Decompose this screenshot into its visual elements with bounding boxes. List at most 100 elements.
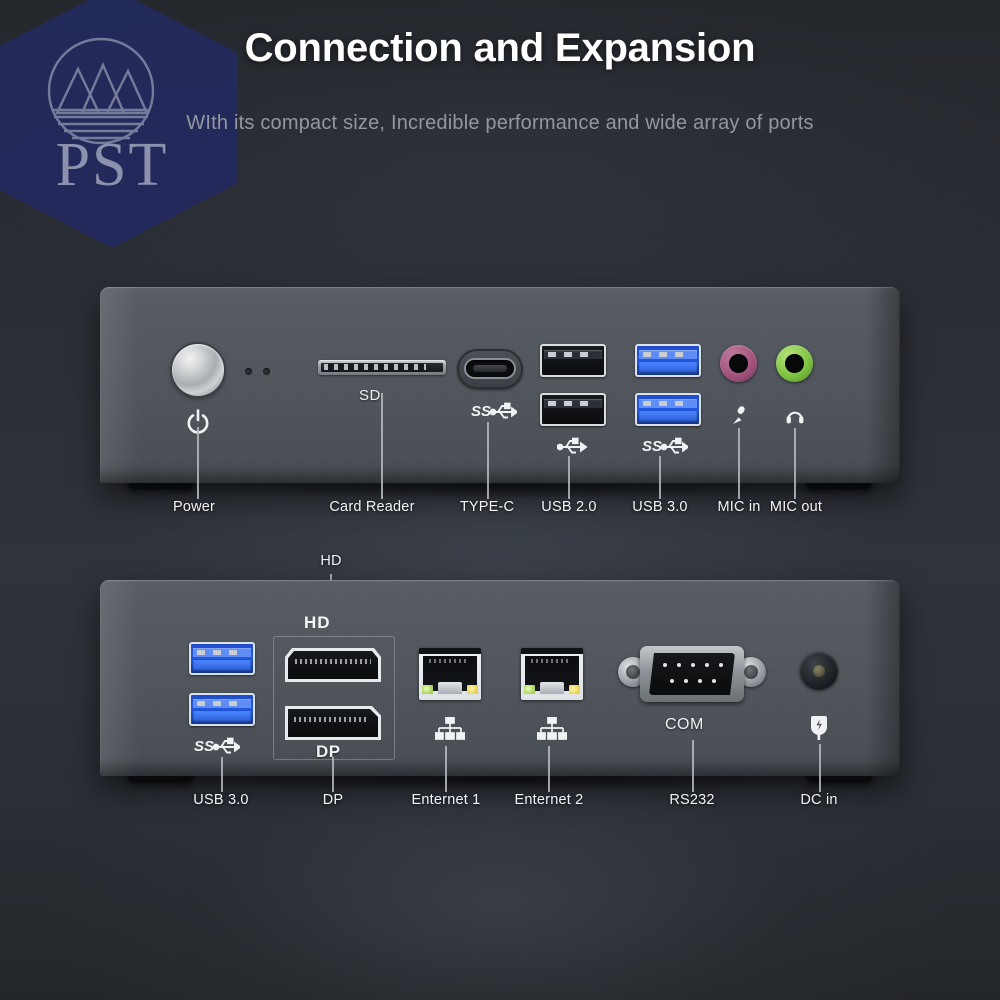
- usb-pins: [548, 352, 596, 357]
- rj45-link-led: [422, 685, 433, 694]
- callout-rs232: RS232: [669, 792, 715, 808]
- usb-2-port-top[interactable]: [540, 344, 606, 377]
- svg-text:SS: SS: [642, 438, 662, 454]
- svg-text:SS: SS: [194, 738, 214, 754]
- lan-icon: [537, 717, 567, 740]
- dp-pins: [294, 717, 368, 722]
- usb-pins: [548, 401, 596, 406]
- chassis-right-edge: [866, 580, 900, 776]
- leader-ethernet-2: [548, 746, 550, 792]
- chassis-left-highlight: [100, 287, 140, 483]
- callout-mic-out: MIC out: [769, 499, 823, 515]
- watermark-brand-text: PST: [55, 131, 169, 199]
- jack-hole: [785, 354, 804, 373]
- mountain-circle-logo-icon: [47, 37, 155, 145]
- svg-text:SS: SS: [471, 403, 491, 419]
- dc-jack-pin: [813, 665, 825, 677]
- dp-marking: DP: [316, 742, 341, 761]
- leader-usb-2: [568, 456, 570, 499]
- leader-dp: [332, 757, 334, 792]
- hdmi-marking: HD: [304, 613, 331, 632]
- callout-card-reader: Card Reader: [329, 499, 415, 515]
- usb-lower-body: [639, 362, 697, 373]
- ethernet-port-1[interactable]: [419, 648, 481, 700]
- superspeed-usb-icon: SS: [471, 402, 517, 419]
- status-led-1: [245, 368, 252, 375]
- mic-in-jack[interactable]: [720, 345, 757, 382]
- callout-power: Power: [172, 499, 216, 515]
- rj45-tab: [540, 682, 564, 694]
- dp-cavity: [288, 709, 378, 737]
- ethernet-port-2[interactable]: [521, 648, 583, 700]
- video-port-group-box: [273, 636, 395, 760]
- usb-3-port-top[interactable]: [635, 344, 701, 377]
- callout-ethernet-1: Enternet 1: [411, 792, 481, 808]
- leader-mic-out: [794, 428, 796, 499]
- rj45-activity-led: [569, 685, 580, 694]
- callout-usb-2: USB 2.0: [541, 499, 597, 515]
- superspeed-usb-icon: SS: [194, 737, 240, 754]
- power-button[interactable]: [172, 344, 224, 396]
- usb-lower-body: [639, 411, 697, 422]
- leader-power: [197, 427, 199, 499]
- sd-card-slot[interactable]: [318, 360, 446, 375]
- usb-icon: [557, 437, 588, 454]
- usb-lower-body: [193, 711, 251, 722]
- callout-mic-in: MIC in: [717, 499, 761, 515]
- chassis-bottom-shade: [100, 760, 900, 776]
- type-c-tongue: [473, 365, 507, 372]
- sd-slot-contacts: [324, 364, 426, 370]
- microphone-icon: [733, 406, 745, 424]
- callout-dp: DP: [322, 792, 344, 808]
- superspeed-usb-icon: SS: [642, 437, 688, 454]
- headphone-icon: [786, 411, 804, 424]
- status-led-2: [263, 368, 270, 375]
- callout-hd: HD: [320, 553, 342, 569]
- rj45-activity-led: [467, 685, 478, 694]
- usb-pins: [197, 650, 245, 655]
- page-title: Connection and Expansion: [244, 26, 756, 70]
- leader-mic-in: [738, 428, 740, 499]
- leader-card-reader: [381, 393, 383, 499]
- leader-type-c: [487, 422, 489, 499]
- hdmi-cavity: [288, 651, 378, 679]
- com-marking: COM: [665, 716, 704, 733]
- callout-ethernet-2: Enternet 2: [514, 792, 584, 808]
- page-subtitle: WIth its compact size, Incredible perfor…: [186, 112, 814, 134]
- dc-power-jack[interactable]: [800, 652, 838, 690]
- watermark-logo: PST: [0, 0, 238, 248]
- rj45-link-led: [524, 685, 535, 694]
- usb-2-port-bottom[interactable]: [540, 393, 606, 426]
- usb-type-c-port[interactable]: [457, 349, 523, 389]
- rear-usb-3-port-top[interactable]: [189, 642, 255, 675]
- chassis-left-highlight: [100, 580, 140, 776]
- leader-dc-in: [819, 744, 821, 792]
- lan-icon: [435, 717, 465, 740]
- sd-slot-marking: SD: [359, 387, 381, 404]
- usb-pins: [643, 401, 691, 406]
- rj45-tab: [438, 682, 462, 694]
- hdmi-pins: [295, 659, 371, 664]
- callout-rear-usb-3: USB 3.0: [193, 792, 249, 808]
- db9-cavity: [649, 653, 735, 695]
- leader-usb-3: [659, 456, 661, 499]
- jack-hole: [729, 354, 748, 373]
- rear-usb-3-port-bottom[interactable]: [189, 693, 255, 726]
- usb-3-port-bottom[interactable]: [635, 393, 701, 426]
- usb-pins: [643, 352, 691, 357]
- callout-dc-in: DC in: [800, 792, 838, 808]
- chassis-right-edge: [866, 287, 900, 483]
- leader-rear-usb-3: [221, 757, 223, 792]
- mic-out-jack[interactable]: [776, 345, 813, 382]
- leader-rs232: [692, 740, 694, 792]
- leader-ethernet-1: [445, 746, 447, 792]
- rear-chassis: SS HD: [100, 580, 900, 776]
- callout-usb-3: USB 3.0: [632, 499, 688, 515]
- rj45-contacts: [531, 659, 569, 663]
- chassis-bottom-shade: [100, 467, 900, 483]
- db9-serial-port[interactable]: [618, 646, 766, 702]
- rj45-contacts: [429, 659, 467, 663]
- power-plug-icon: [811, 716, 827, 740]
- callout-type-c: TYPE-C: [459, 499, 515, 515]
